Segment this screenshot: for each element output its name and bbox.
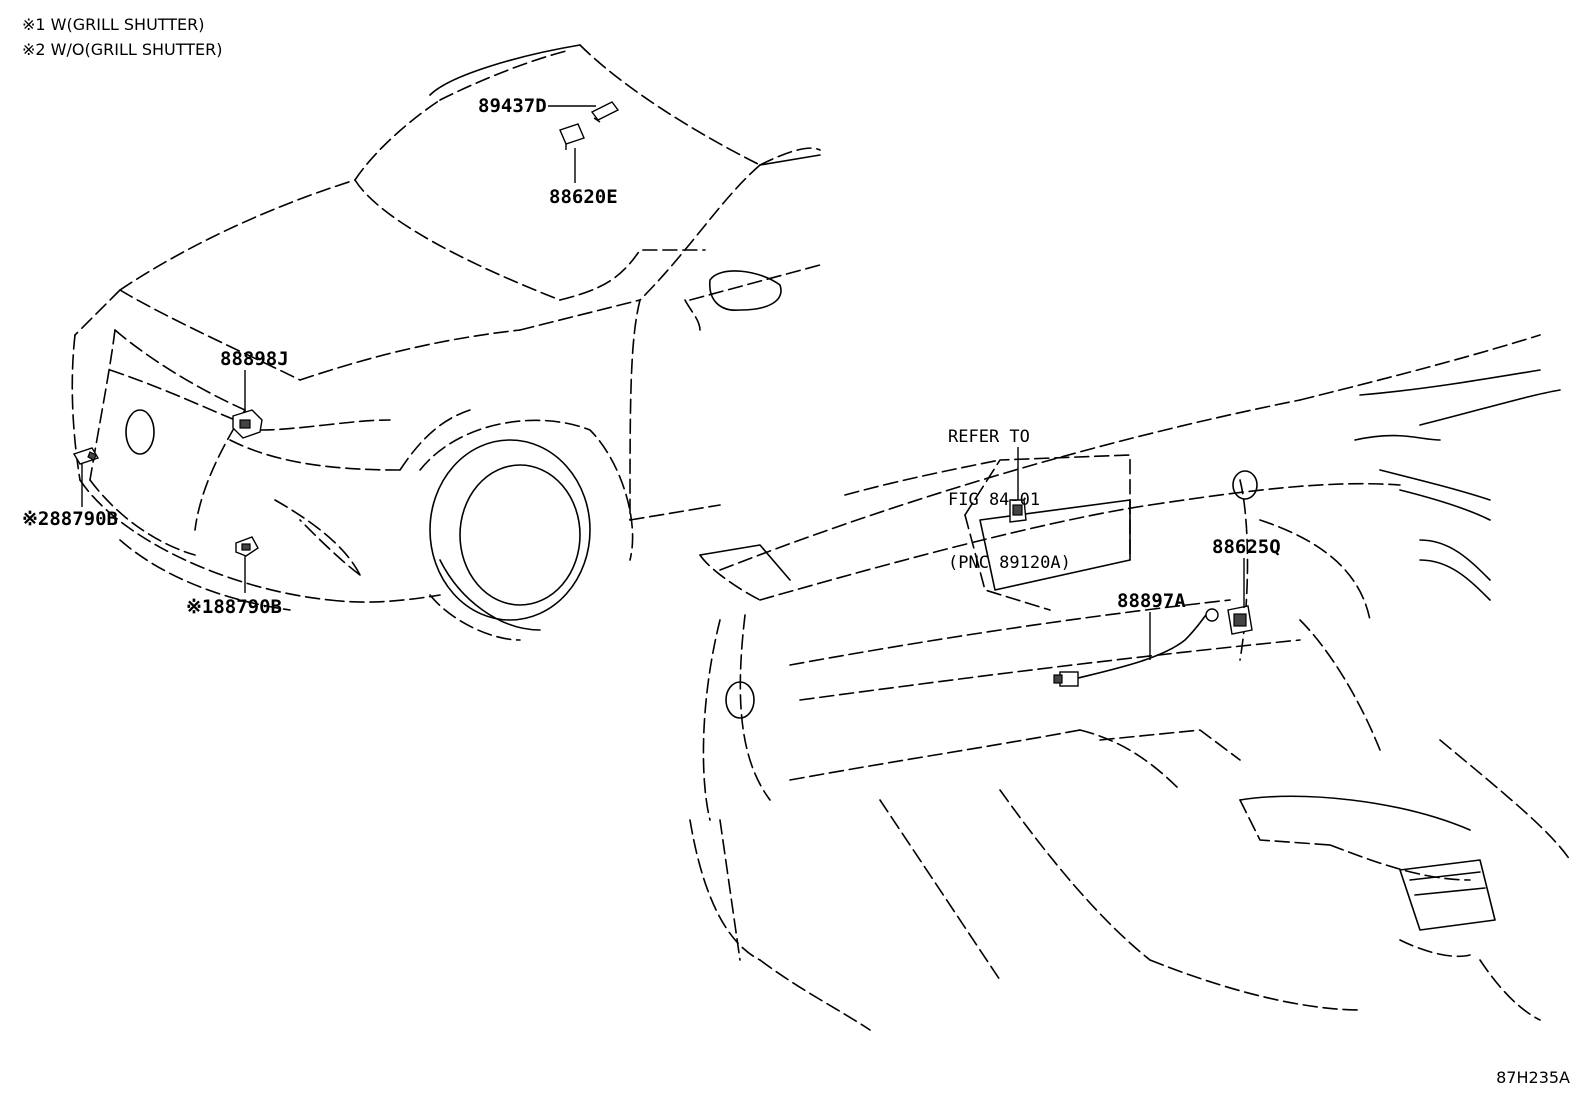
legend-note-2: ※2 W/O(GRILL SHUTTER) bbox=[22, 40, 223, 59]
part-label-88620E[interactable]: 88620E bbox=[549, 186, 618, 208]
part-88625Q-shape bbox=[1227, 605, 1253, 635]
part-88790B-upper-shape bbox=[72, 447, 100, 465]
part-label-88898J[interactable]: 88898J bbox=[220, 348, 289, 370]
part-88790B-lower-shape bbox=[235, 536, 259, 557]
refer-line-2: FIG 84-01 bbox=[948, 490, 1041, 510]
rain-sensor-89437D-shape bbox=[590, 101, 620, 123]
figure-id: 87H235A bbox=[1496, 1068, 1570, 1087]
part-88898J-shape bbox=[232, 409, 263, 439]
legend-note-1: ※1 W(GRILL SHUTTER) bbox=[22, 15, 205, 34]
part-label-88790B-note2[interactable]: ※288790B bbox=[22, 508, 118, 530]
part-88620E-shape bbox=[559, 123, 585, 150]
part-label-88625Q[interactable]: 88625Q bbox=[1212, 536, 1281, 558]
leader-lines bbox=[81, 105, 1245, 660]
legend-notes: ※1 W(GRILL SHUTTER) ※2 W/O(GRILL SHUTTER… bbox=[22, 12, 223, 62]
dashboard-drawing bbox=[689, 334, 1571, 1031]
refer-line-3: (PNC 89120A) bbox=[948, 553, 1071, 573]
refer-note[interactable]: REFER TO FIG 84-01 (PNC 89120A) bbox=[948, 385, 1071, 595]
car-exterior-drawing bbox=[71, 44, 821, 641]
part-label-88790B-note1[interactable]: ※188790B bbox=[186, 596, 282, 618]
part-89120A-shape bbox=[1009, 499, 1027, 523]
part-label-89437D[interactable]: 89437D bbox=[478, 95, 547, 117]
part-label-88897A[interactable]: 88897A bbox=[1117, 590, 1186, 612]
refer-line-1: REFER TO bbox=[948, 427, 1030, 447]
